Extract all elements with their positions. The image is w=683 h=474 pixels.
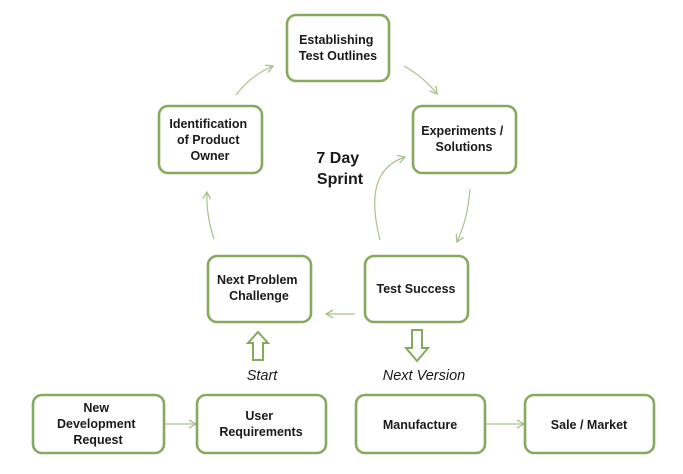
node-identification-line-2: of Product [177,133,240,147]
start-label: Start [247,368,279,384]
arrow-test-success-to-experiments [374,154,407,241]
node-new-dev-line-1: New [83,401,109,415]
node-establishing-line-2: Test Outlines [299,49,377,63]
node-new-dev-line-3: Request [73,433,123,447]
node-next-problem-line-1: Next Problem [217,273,298,287]
arrow-experiments-to-test-success [455,188,471,244]
node-next-problem-label: Next Problem Challenge [217,273,301,303]
arrow-establishing-to-experiments [403,65,438,96]
sprint-center-line-2: Sprint [317,171,364,188]
node-manufacture-box [354,393,487,455]
node-user-req-line-1: User [245,409,273,423]
node-user-req-line-2: Requirements [219,425,302,439]
node-establishing-line-1: Establishing [299,33,373,47]
node-establishing-box [285,13,391,83]
next-version-label: Next Version [383,368,465,384]
arrow-identification-to-establishing [235,64,275,96]
sprint-center-label: 7 Day Sprint [316,150,363,188]
node-identification-line-1: Identification [169,117,247,131]
arrow-next-problem-to-identification [202,190,215,240]
node-experiments-line-1: Experiments / [421,124,504,138]
node-user-req-box [195,393,328,455]
node-new-dev-label: New Development Request [57,401,139,447]
node-manufacture-label: Manufacture [383,418,457,432]
node-experiments-line-2: Solutions [436,140,493,154]
node-user-req-label: User Requirements [219,409,302,439]
node-establishing-label: Establishing Test Outlines [299,33,377,63]
node-sale-box [523,393,656,455]
node-next-problem-box [206,254,313,324]
node-new-dev-box [31,393,166,455]
node-test-success-box [363,254,470,324]
node-sale-line-1: Sale / Market [551,418,628,432]
node-manufacture-line-1: Manufacture [383,418,457,432]
node-experiments-box [411,104,518,175]
node-test-success-line-1: Test Success [377,282,456,296]
node-identification-box [157,104,264,175]
node-identification-label: Identification of Product Owner [169,117,250,163]
node-sale-label: Sale / Market [551,418,628,432]
next-version-down-arrow [403,329,431,363]
sprint-center-line-1: 7 Day [316,150,359,167]
node-next-problem-line-2: Challenge [229,289,289,303]
start-up-arrow [245,330,271,361]
node-identification-line-3: Owner [191,149,230,163]
node-experiments-label: Experiments / Solutions [421,124,506,154]
node-new-dev-line-2: Development [57,417,136,431]
node-test-success-label: Test Success [377,282,456,296]
